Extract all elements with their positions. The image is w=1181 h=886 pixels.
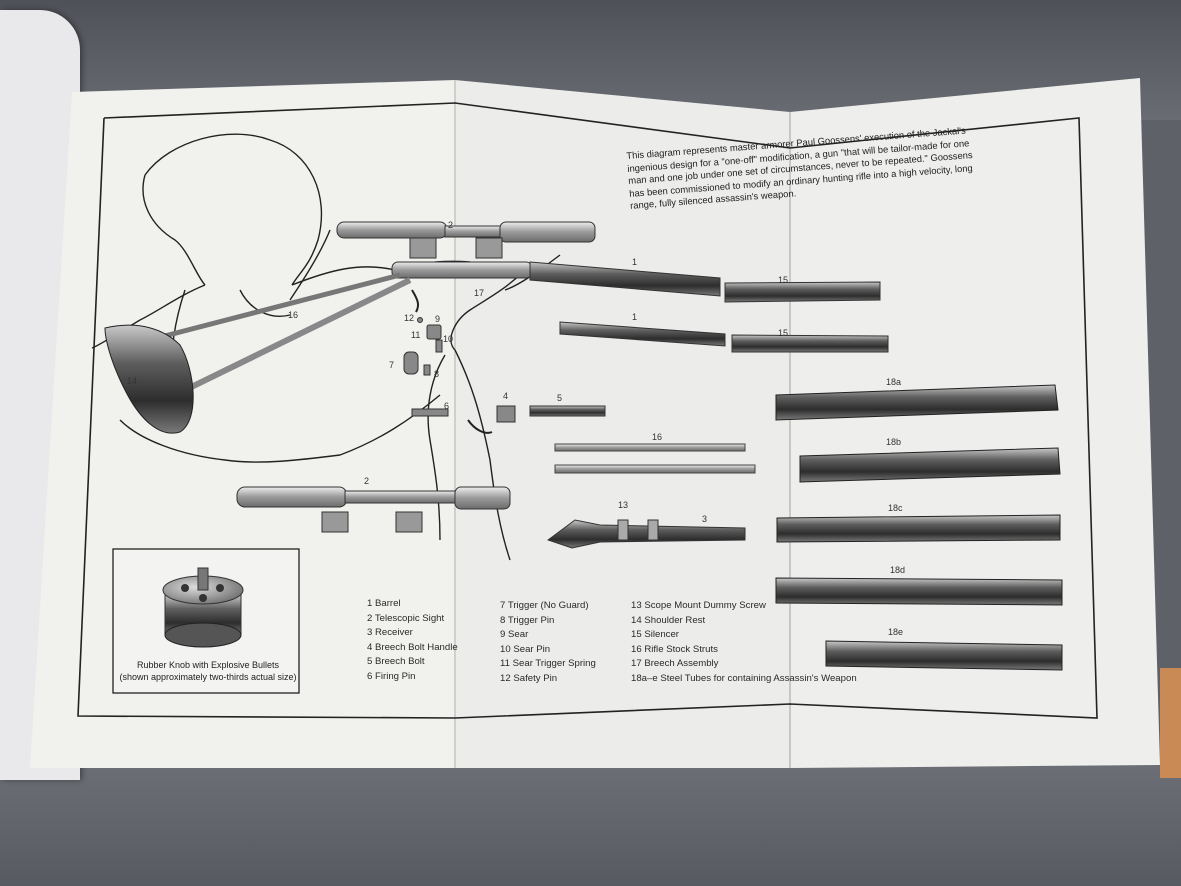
legend-item: 6 Firing Pin [367,670,416,682]
legend-column-2: 7 Trigger (No Guard) 8 Trigger Pin 9 Sea… [500,599,596,687]
legend-item: 5 Breech Bolt [367,656,425,668]
legend-item: 7 Trigger (No Guard) [500,600,589,611]
legend-item: 11 Sear Trigger Spring [500,658,596,670]
part-label: 3 [702,514,708,524]
legend-item: 17 Breech Assembly [631,658,719,670]
part-label: 5 [557,393,563,403]
legend-item: 1 Barrel [367,598,401,609]
legend-item: 12 Safety Pin [500,672,558,684]
legend-item: 18a–e Steel Tubes for containing Assassi… [631,672,857,684]
rifle-assembled [104,261,881,434]
tube-18a [775,384,1059,421]
steel-tubes [775,384,1063,671]
part-label: 13 [618,500,629,510]
inset-caption: Rubber Knob with Explosive Bullets (show… [118,660,298,683]
part-label: 1 [632,257,638,267]
part-label: 16 [652,432,663,442]
paper-center-panel [455,80,790,768]
legend-column-3: 13 Scope Mount Dummy Screw 14 Shoulder R… [631,599,857,687]
part-label: 15 [778,275,789,285]
rubber-knob-illustration [162,567,244,648]
part-label: 14 [127,376,138,386]
legend-item: 16 Rifle Stock Struts [631,643,718,655]
part-label: 18e [888,627,904,637]
part-label: 18c [888,503,903,513]
part-label: 11 [411,330,421,340]
legend-item: 4 Breech Bolt Handle [367,641,458,653]
legend-item: 10 Sear Pin [500,643,551,655]
small-parts [403,289,606,434]
tube-18e [825,640,1063,671]
part-label: 8 [434,369,440,379]
background-bottom [0,760,1181,886]
intro-paragraph: This diagram represents master armorer P… [626,124,973,212]
part-label: 12 [404,313,415,323]
part-label: 4 [503,391,509,401]
legend-item: 13 Scope Mount Dummy Screw [631,600,766,611]
part-label: 2 [364,476,370,486]
legend-item: 15 Silencer [631,629,679,641]
tube-18d [775,577,1063,606]
part-label: 17 [474,288,485,298]
wood-surface [1160,668,1181,778]
legend-item: 9 Sear [500,629,529,641]
part-label: 10 [443,334,454,344]
part-label: 18b [886,437,902,447]
rifle-stock-struts [554,443,756,474]
tube-18b [799,447,1061,483]
telescopic-sight-mounted [336,221,596,259]
part-label: 2 [448,220,454,230]
part-label: 6 [444,401,450,411]
legend-item: 2 Telescopic Sight [367,612,445,624]
tube-18c [776,514,1061,543]
legend-item: 3 Receiver [367,627,413,639]
part-label: 1 [632,312,638,322]
diagram-frame [77,102,1098,719]
caption-line-2: (shown approximately two-thirds actual s… [119,671,297,682]
part-label: 18d [890,565,906,575]
legend-item: 8 Trigger Pin [500,614,555,626]
part-label: 7 [389,360,395,370]
caption-line-1: Rubber Knob with Explosive Bullets [136,660,280,670]
legend-item: 14 Shoulder Rest [631,614,706,626]
telescopic-sight-separate [236,486,511,533]
part-label: 18a [886,377,902,387]
receiver-part [546,519,746,549]
part-label: 15 [778,328,789,338]
legend-column-1: 1 Barrel 2 Telescopic Sight 3 Receiver 4… [367,597,458,685]
barrel-and-silencer [559,321,889,353]
part-label: 9 [435,314,441,324]
part-label: 16 [288,310,299,320]
